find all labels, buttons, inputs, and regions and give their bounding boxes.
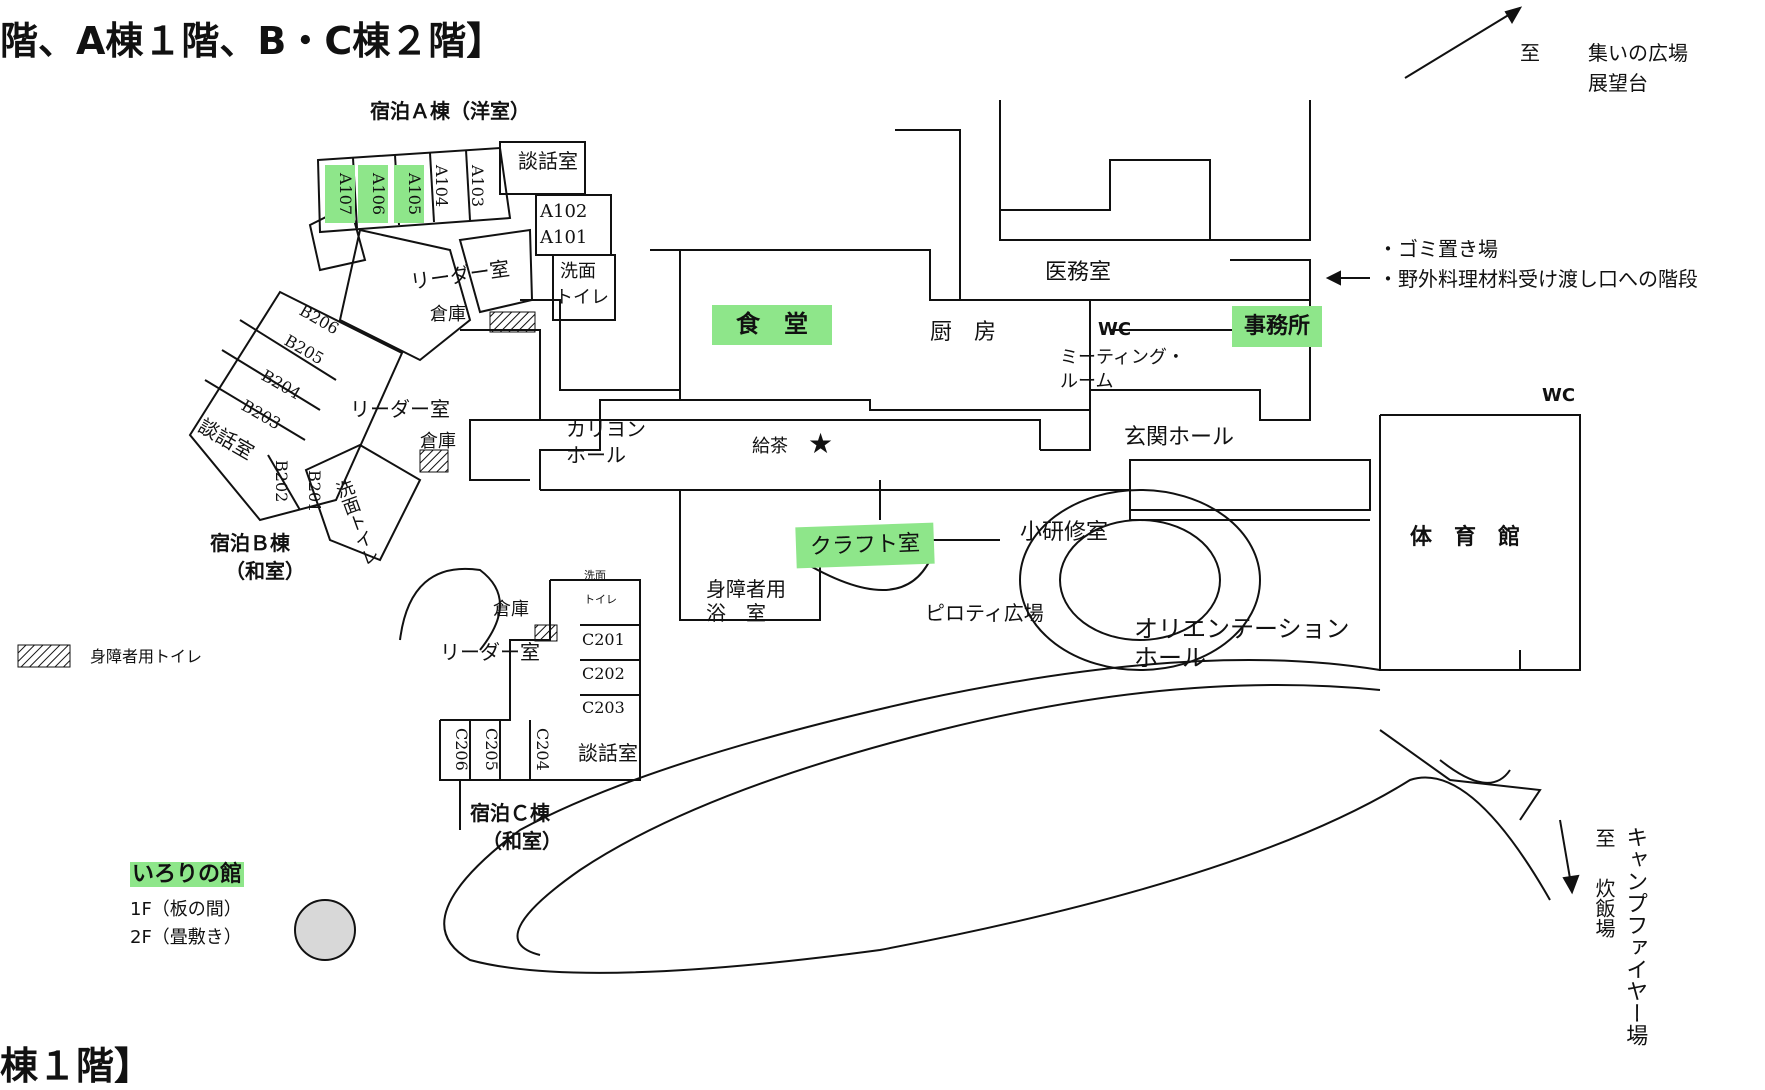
wc-kitchen: WC [1098,319,1132,340]
room-c205: C205 [482,728,501,771]
lodging-c-lounge: 談話室 [578,741,638,765]
leader-room-c: リーダー室 [440,640,540,664]
room-a102: A102 [540,201,588,222]
craft-room: クラフト室 [795,522,935,569]
room-a103: A103 [468,165,487,208]
office: 事務所 [1232,306,1323,348]
irori-name: いろりの館 [130,862,245,888]
lodging-a-building [316,146,512,234]
irori-marker [294,899,356,961]
gymnasium: 体 育 館 [1410,525,1521,550]
lodging-c-washroom: 洗面 [584,569,606,582]
room-c204: C204 [533,728,552,771]
curved-wall-c [399,567,501,651]
entrance-hall: 玄関ホール [1124,425,1235,450]
accessible-bath-line2: 浴 室 [706,601,766,625]
room-a105: A105 [394,165,424,223]
meeting-room-line1: ミーティング・ [1060,347,1185,368]
carillon-hall-line1: カリヨン [566,417,646,441]
room-c206: C206 [452,728,471,771]
room-c201: C201 [582,630,625,649]
room-b202: B202 [272,460,291,503]
direction-ne-to: 至 [1520,41,1540,65]
medical-room: 医務室 [1045,260,1112,285]
note-garbage: ・ゴミ置き場 [1378,237,1498,261]
lodging-a-lounge: 談話室 [518,149,578,173]
accessible-toilet-legend-swatch [17,644,71,668]
small-training-room: 小研修室 [1020,520,1109,545]
room-a104: A104 [432,165,451,208]
note-stairs: ・野外料理材料受け渡し口への階段 [1378,267,1698,291]
orientation-hall-line1: オリエンテーション [1134,615,1350,643]
storage-c: 倉庫 [493,599,529,620]
page-title-top: 階、A棟１階、B・C棟２階】 [0,19,505,63]
arrow-to-plaza [1404,7,1521,79]
lodging-a-toilet: トイレ [555,287,609,308]
page-title-bottom: 棟１階】 [0,1044,153,1088]
tea-station: 給茶 [752,436,788,457]
lodging-b-label: 宿泊Ｂ棟 [210,531,290,555]
direction-ne-line2: 展望台 [1588,71,1648,95]
direction-se-to: 至 [1592,828,1616,848]
direction-se-cooking: 炊飯場 [1592,878,1616,938]
room-c203: C203 [582,698,625,717]
meeting-room-line2: ルーム [1060,371,1114,392]
gymnasium-building [1379,414,1581,671]
lodging-c-sublabel: （和室） [482,829,562,853]
accessible-bath-line1: 身障者用 [706,577,786,601]
lodging-c-label: 宿泊Ｃ棟 [470,801,550,825]
lodging-b-sublabel: （和室） [225,559,305,583]
room-b201: B201 [305,470,324,513]
leader-room-b: リーダー室 [350,397,450,421]
room-a107: A107 [325,165,355,223]
lodging-a-label: 宿泊Ａ棟（洋室） [370,99,530,123]
carillon-hall-line2: ホール [566,443,626,467]
star-icon: ★ [808,427,834,460]
lodging-b-building [188,290,404,522]
room-a101: A101 [540,227,588,248]
legend-accessible-toilet: 身障者用トイレ [90,647,203,666]
storage-b: 倉庫 [420,431,456,452]
lodging-c-toilet: トイレ [584,593,617,606]
dining-hall: 食 堂 [712,305,832,345]
kitchen: 厨 房 [930,320,997,345]
orientation-hall-line2: ホール [1134,644,1206,672]
storage-a: 倉庫 [430,304,466,325]
lodging-a-washroom: 洗面 [560,261,596,282]
direction-se-campfire: キャンプファイヤー場 [1622,826,1648,1046]
wc-gym: WC [1542,385,1576,406]
direction-ne-line1: 集いの広場 [1588,41,1688,65]
piloti-plaza: ピロティ広場 [925,601,1044,625]
room-a106: A106 [358,165,388,223]
irori-floor1: 1F（板の間） [130,899,242,920]
irori-floor2: 2F（畳敷き） [130,927,242,948]
room-c202: C202 [582,664,625,683]
